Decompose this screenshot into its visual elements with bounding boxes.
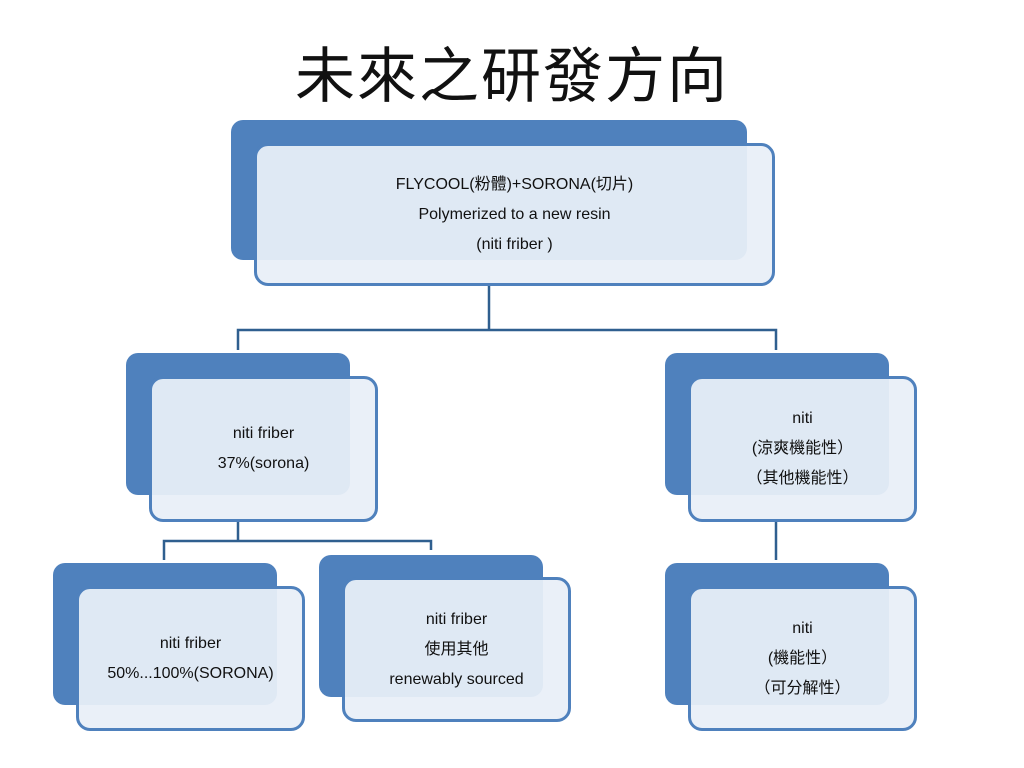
slide-title: 未來之研發方向 (295, 42, 729, 112)
node-right-child-line-1: niti (792, 619, 813, 637)
node-right-line-2: (涼爽機能性） (751, 440, 854, 457)
node-left-child-2-line-2: 使用其他 (424, 640, 489, 658)
node-root-line-1: FLYCOOL(粉體)+SORONA(切片) (395, 175, 634, 193)
node-left-child-2-line-3: renewably sourced (389, 670, 524, 688)
node-right-box: niti (涼爽機能性） （其他機能性） (688, 376, 917, 522)
node-right-child-line-2: (機能性） (767, 649, 838, 667)
node-left-line-1: niti friber (232, 425, 295, 442)
node-right-line-3: （其他機能性） (746, 470, 859, 487)
node-left-child-1-box: niti friber 50%...100%(SORONA) (76, 586, 305, 731)
node-left-child-1-line-2: 50%...100%(SORONA) (107, 664, 274, 682)
node-left-child-2-line-1: niti friber (425, 610, 488, 628)
node-right-line-1: niti (792, 410, 813, 427)
connector-left-branch (162, 539, 433, 560)
node-left-child-1-line-1: niti friber (159, 634, 222, 652)
node-root-box: FLYCOOL(粉體)+SORONA(切片) Polymerized to a … (254, 143, 775, 286)
node-left-box: niti friber 37%(sorona) (149, 376, 378, 522)
node-right-child-box: niti (機能性） （可分解性） (688, 586, 917, 731)
node-root-line-3: (niti friber ) (476, 235, 553, 253)
node-right-child-line-3: （可分解性） (754, 679, 851, 697)
node-left-child-2-box: niti friber 使用其他 renewably sourced (342, 577, 571, 722)
node-left-line-2: 37%(sorona) (217, 455, 310, 472)
node-root-line-2: Polymerized to a new resin (418, 205, 611, 223)
connector-root-branch (236, 328, 778, 350)
